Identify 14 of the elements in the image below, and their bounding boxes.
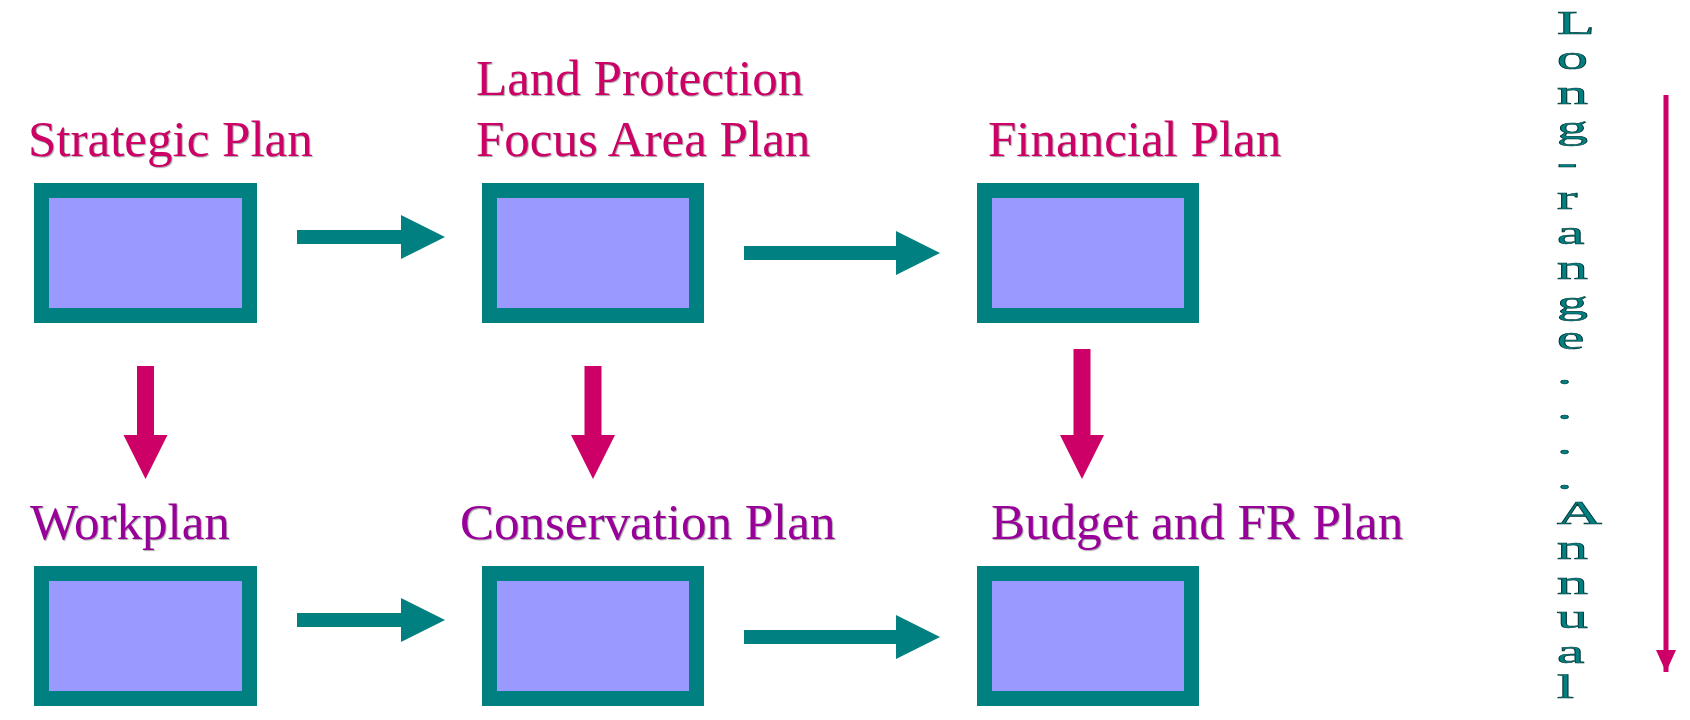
plan-heading: Strategic Plan bbox=[28, 109, 314, 169]
arrow bbox=[571, 366, 615, 479]
plan-heading: Financial Plan bbox=[988, 109, 1283, 169]
plan-heading: Conservation Plan bbox=[460, 492, 837, 552]
timescale-label: Long-range....Annual bbox=[1556, 6, 1604, 706]
plan-heading: Budget and FR Plan bbox=[991, 492, 1405, 552]
arrow bbox=[297, 598, 445, 642]
arrow bbox=[744, 231, 940, 275]
arrow bbox=[1060, 349, 1104, 479]
arrow bbox=[744, 615, 940, 659]
plan-heading: Workplan bbox=[30, 492, 231, 552]
plan-heading: Land Protection Focus Area Plan bbox=[476, 48, 812, 169]
arrow bbox=[123, 366, 168, 479]
arrow bbox=[297, 215, 445, 259]
